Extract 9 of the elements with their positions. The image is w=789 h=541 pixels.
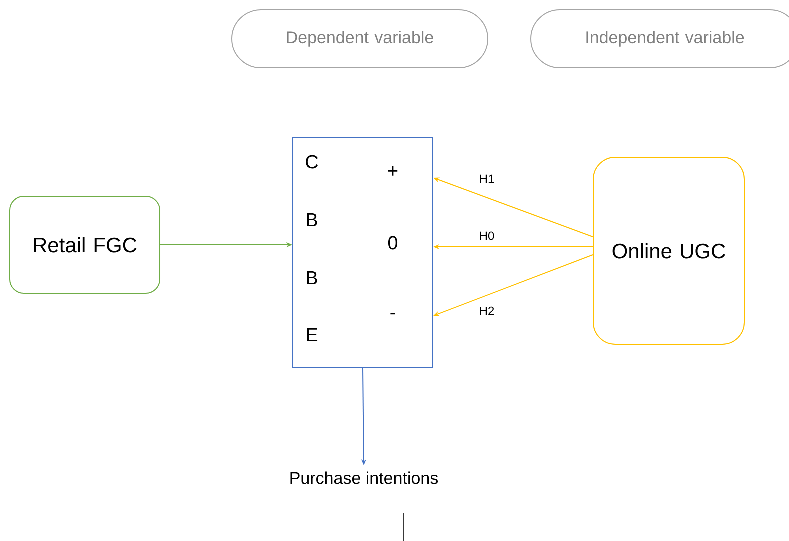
variable-pill: Dependent variable	[232, 10, 488, 68]
concept-box: Retail FGC	[10, 196, 160, 294]
outcome-label: Purchase intentions	[290, 472, 438, 484]
edge-label: H2	[478, 306, 496, 316]
edge-label: H0	[478, 230, 496, 242]
edge-label: H1	[478, 174, 496, 184]
concept-box: Online UGC	[593, 157, 745, 345]
construct-box: C B B E + 0 -	[292, 138, 434, 368]
variable-pill: Independent variable	[530, 10, 789, 68]
